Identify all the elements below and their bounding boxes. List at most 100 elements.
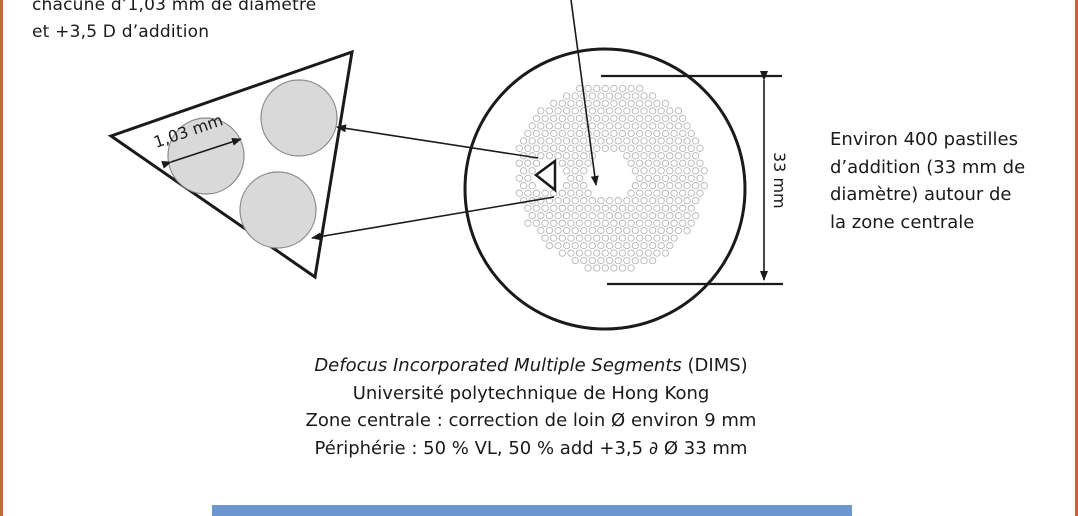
small-pastille	[580, 226, 588, 235]
small-pastille	[571, 226, 579, 235]
caption-line-3: Zone centrale : correction de loin Ø env…	[305, 410, 757, 431]
right-note-line-4: la zone centrale	[830, 211, 975, 233]
small-pastille	[580, 152, 588, 160]
small-pastille	[648, 107, 657, 115]
small-pastille	[636, 189, 644, 197]
small-pastille	[683, 212, 691, 220]
right-note-line-3: diamètre) autour de	[830, 184, 1012, 205]
caption-title: Defocus Incorporated Multiple Segments (…	[200, 352, 862, 380]
small-pastille	[623, 256, 631, 265]
small-pastille	[644, 204, 652, 212]
small-pastille	[653, 144, 661, 152]
small-pastille	[644, 114, 652, 123]
small-pastille	[674, 212, 683, 220]
small-pastille	[700, 167, 708, 175]
small-pastille	[571, 182, 579, 190]
small-pastille	[554, 226, 562, 235]
small-pastille	[691, 152, 700, 160]
small-pastille	[558, 249, 566, 257]
small-pastille	[670, 204, 678, 212]
small-pastille	[627, 189, 635, 197]
small-pastille	[593, 84, 601, 93]
small-pastille	[593, 219, 601, 227]
small-pastille	[696, 159, 704, 167]
small-pastille	[648, 226, 657, 235]
small-pastille	[567, 249, 575, 257]
small-pastille	[524, 189, 532, 197]
small-pastille	[644, 99, 652, 108]
small-pastille	[593, 204, 601, 212]
small-pastille	[687, 144, 695, 152]
small-pastille	[528, 137, 536, 145]
small-pastille	[636, 249, 644, 257]
small-pastille	[575, 249, 584, 257]
small-pastille	[623, 92, 631, 100]
small-pastille	[679, 189, 687, 197]
small-pastille	[515, 159, 523, 167]
small-pastille	[614, 122, 622, 130]
small-pastille	[554, 212, 562, 220]
small-pastille	[618, 129, 627, 138]
small-pastille	[610, 234, 618, 242]
small-pastille	[519, 137, 528, 145]
small-pastille	[687, 129, 695, 138]
small-pastille	[640, 226, 648, 235]
small-pastille	[618, 84, 627, 93]
small-pastille	[528, 182, 536, 190]
small-pastille	[528, 152, 536, 160]
small-pastille	[593, 114, 601, 123]
small-pastille	[532, 129, 541, 138]
small-pastille	[601, 84, 609, 93]
small-pastille	[687, 159, 695, 167]
caption-line-4: Périphérie : 50 % VL, 50 % add +3,5 ∂ Ø …	[314, 437, 748, 459]
small-pastille	[558, 114, 566, 123]
small-pastille	[593, 99, 601, 108]
small-pastille	[575, 189, 584, 197]
small-pastille	[631, 107, 640, 115]
small-pastille	[636, 174, 644, 182]
small-pastille	[623, 137, 631, 145]
small-pastille	[558, 219, 566, 227]
small-pastille	[670, 219, 678, 227]
small-pastille	[562, 92, 571, 100]
small-pastille	[683, 167, 691, 175]
connector-arrow-upper	[336, 124, 539, 159]
small-pastille	[627, 129, 635, 138]
small-pastille	[593, 129, 601, 138]
small-pastille	[554, 122, 562, 130]
small-pastille	[554, 197, 562, 205]
small-pastille	[636, 114, 644, 123]
small-pastille	[627, 204, 635, 212]
small-pastille	[575, 234, 584, 242]
small-pastille	[580, 122, 588, 130]
small-pastille	[601, 144, 609, 152]
small-pastille	[562, 241, 571, 250]
small-pastille	[580, 241, 588, 250]
small-pastille	[657, 167, 665, 175]
small-pastille	[558, 99, 566, 108]
small-pastille	[627, 219, 635, 227]
small-pastille	[588, 122, 597, 130]
small-pastille	[532, 144, 541, 152]
small-pastille	[515, 144, 523, 152]
small-pastille	[657, 137, 665, 145]
small-pastille	[550, 99, 558, 108]
small-pastille	[588, 226, 597, 235]
small-pastille	[532, 204, 541, 212]
small-pastille	[567, 99, 575, 108]
small-pastille	[683, 226, 691, 235]
small-pastille	[679, 114, 687, 123]
caption: Defocus Incorporated Multiple Segments (…	[200, 352, 862, 462]
small-pastille	[537, 152, 545, 160]
small-pastille	[541, 129, 549, 138]
small-pastille	[653, 204, 661, 212]
small-pastille	[562, 212, 571, 220]
small-pastille	[648, 122, 657, 130]
small-pastille	[666, 226, 674, 235]
small-pastille	[648, 197, 657, 205]
small-pastille	[614, 241, 622, 250]
small-pastille	[614, 92, 622, 100]
small-pastille	[537, 107, 545, 115]
small-pastille	[636, 219, 644, 227]
small-pastille	[593, 249, 601, 257]
